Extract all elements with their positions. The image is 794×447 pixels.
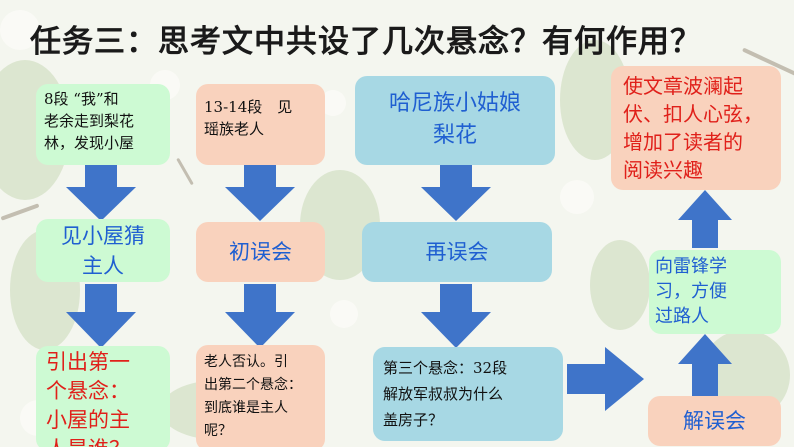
box-learn-lei-feng-text: 向雷锋学 习，方便 过路人 [655,256,727,327]
box-third-suspense-text: 第三个悬念：32段 解放军叔叔为什么 盖房子？ [383,359,508,429]
arrow-down-2a [225,165,295,221]
box-meet-elder-text: 13-14段 见 瑶族老人 [204,98,293,138]
box-effect-text: 使文章波澜起 伏、扣人心弦， 增加了读者的 阅读兴趣 [623,74,763,182]
box-find-cabin: 8段 “我”和 老余走到梨花 林，发现小屋 [36,84,170,165]
box-first-misunderstanding-text: 初误会 [229,240,292,264]
box-resolve-misunderstanding: 解误会 [648,396,781,446]
box-second-suspense: 老人否认。引 出第二个悬念： 到底谁是主人 呢？ [196,345,325,447]
box-meet-elder: 13-14段 见 瑶族老人 [196,84,325,165]
box-first-suspense: 引出第一 个悬念： 小屋的主 人是谁？ [36,346,170,447]
arrow-down-2b [225,284,295,348]
box-guess-owner-text: 见小屋猜 主人 [61,224,145,278]
box-third-suspense: 第三个悬念：32段 解放军叔叔为什么 盖房子？ [373,347,563,441]
box-find-cabin-text: 8段 “我”和 老余走到梨花 林，发现小屋 [44,90,135,152]
arrow-right [567,347,644,411]
box-guess-owner: 见小屋猜 主人 [36,219,170,282]
box-second-misunderstanding: 再误会 [362,222,552,282]
box-hani-girl: 哈尼族小姑娘 梨花 [355,76,555,165]
box-first-suspense-text: 引出第一 个悬念： 小屋的主 人是谁？ [46,350,130,447]
box-resolve-misunderstanding-text: 解误会 [683,409,746,433]
box-second-suspense-text: 老人否认。引 出第二个悬念： 到底谁是主人 呢？ [204,354,302,439]
arrow-up-4b [678,334,732,396]
arrow-down-3a [421,165,491,221]
arrow-down-1b [66,284,136,348]
box-learn-lei-feng: 向雷锋学 习，方便 过路人 [649,250,781,334]
box-hani-girl-text: 哈尼族小姑娘 梨花 [388,91,521,148]
box-second-misunderstanding-text: 再误会 [425,240,489,264]
arrow-down-1a [66,165,136,221]
page-title: 任务三：思考文中共设了几次悬念？有何作用？ [30,24,702,60]
box-effect: 使文章波澜起 伏、扣人心弦， 增加了读者的 阅读兴趣 [611,66,781,190]
arrow-up-4a [678,190,732,248]
box-first-misunderstanding: 初误会 [196,222,325,282]
arrow-down-3b [421,284,491,348]
